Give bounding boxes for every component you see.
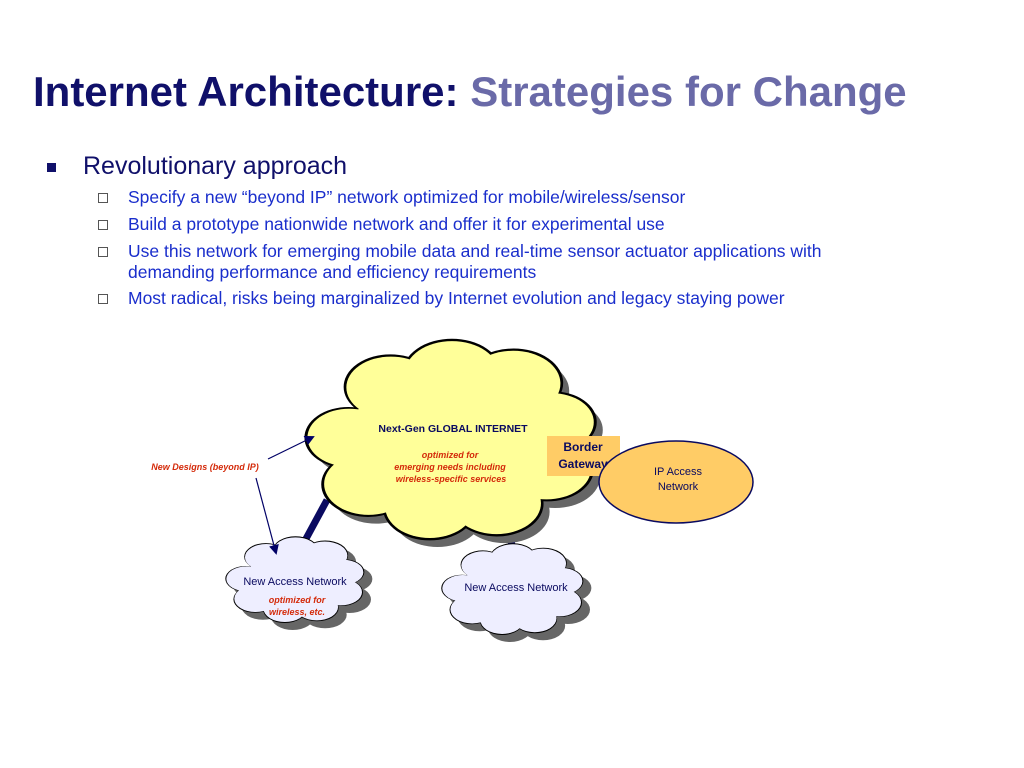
- ip-access-label-2: Network: [658, 481, 699, 493]
- subbullet-1: Specify a new “beyond IP” network optimi…: [128, 187, 686, 207]
- subbullet-2: Build a prototype nationwide network and…: [128, 214, 665, 234]
- left-note-2: wireless, etc.: [269, 607, 325, 617]
- new-designs-label: New Designs (beyond IP): [151, 462, 259, 472]
- ip-access-label-1: IP Access: [654, 466, 703, 478]
- left-note-1: optimized for: [269, 595, 326, 605]
- global-note-3: wireless-specific services: [396, 474, 507, 484]
- slide-title: Internet Architecture: Strategies for Ch…: [33, 68, 1003, 116]
- ip-access-ellipse: [598, 440, 754, 524]
- right-access-label: New Access Network: [464, 582, 568, 594]
- arrow-to-global: [267, 436, 315, 460]
- border-gateway-label-2: Gateway: [558, 457, 608, 471]
- hollow-square-bullet-icon: [98, 294, 108, 304]
- bullet-revolutionary: Revolutionary approach: [83, 152, 348, 180]
- hollow-square-bullet-icon: [98, 220, 108, 230]
- subbullet-3: Use this network for emerging mobile dat…: [128, 241, 822, 261]
- global-note-1: optimized for: [422, 450, 479, 460]
- arrow-to-left-access: [255, 477, 279, 555]
- global-internet-label: Next-Gen GLOBAL INTERNET: [378, 423, 528, 435]
- subbullet-3-cont: demanding performance and efficiency req…: [128, 262, 537, 282]
- hollow-square-bullet-icon: [98, 247, 108, 257]
- subbullet-4: Most radical, risks being marginalized b…: [128, 288, 785, 308]
- hollow-square-bullet-icon: [98, 193, 108, 203]
- global-note-2: emerging needs including: [394, 462, 506, 472]
- left-access-label: New Access Network: [243, 576, 347, 588]
- square-bullet-icon: [47, 163, 56, 172]
- border-gateway-label-1: Border: [563, 440, 603, 454]
- title-main: Internet Architecture:: [33, 68, 459, 115]
- title-sub: Strategies for Change: [470, 68, 907, 115]
